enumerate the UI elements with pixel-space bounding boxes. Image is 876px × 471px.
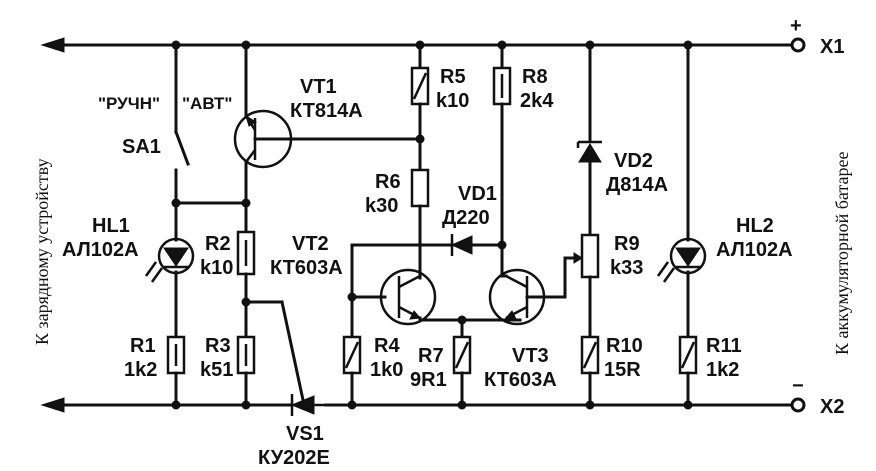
resistor-r4: R4 1k0 <box>342 243 504 407</box>
r7-name: R7 <box>418 345 444 367</box>
vt3-name: VT3 <box>512 345 549 367</box>
resistor-r3: R3 k51 <box>200 335 256 407</box>
hl1-type: АЛ102А <box>62 239 139 261</box>
switch-auto-label: "АВТ" <box>182 94 232 113</box>
right-side-label: К аккумуляторной батарее <box>832 152 852 355</box>
terminal-x2: X2 − <box>790 375 844 418</box>
resistor-r1: R1 1k2 <box>124 335 186 407</box>
thyristor-vs1: VS1 КУ202Е <box>244 300 330 469</box>
negative-rail <box>40 397 792 413</box>
minus-sign: − <box>792 375 804 397</box>
r8-name: R8 <box>522 66 548 88</box>
r10-value: 15R <box>604 359 641 381</box>
hl2-type: АЛ102А <box>716 239 793 261</box>
vd2-type: Д814А <box>606 174 668 196</box>
vt2-name: VT2 <box>292 233 329 255</box>
resistor-r2: R2 k10 <box>200 230 256 339</box>
r11-value: 1k2 <box>706 359 739 381</box>
vs1-type: КУ202Е <box>258 447 330 469</box>
vt3-type: КТ603А <box>484 369 557 391</box>
r11-name: R11 <box>706 335 742 357</box>
zener-vd2: VD2 Д814А <box>576 43 668 237</box>
r2-name: R2 <box>205 233 231 255</box>
r3-value: k51 <box>200 359 233 381</box>
r7-value: 9R1 <box>410 369 447 391</box>
led-hl1: HL1 АЛ102А <box>62 201 195 339</box>
r6-name: R6 <box>375 171 401 193</box>
vd1-type: Д220 <box>442 207 490 229</box>
diode-vd1: VD1 Д220 <box>442 183 497 256</box>
resistor-r5: R5 k10 <box>410 43 469 172</box>
r10-name: R10 <box>606 335 643 357</box>
vt1-name: VT1 <box>300 76 337 98</box>
vd1-name: VD1 <box>458 183 497 205</box>
r1-name: R1 <box>130 335 156 357</box>
terminal-x2-label: X2 <box>820 396 844 418</box>
potentiometer-r9: R9 k33 <box>573 233 643 339</box>
switch-sa1: "РУЧН" "АВТ" SA1 <box>98 43 232 205</box>
r9-name: R9 <box>614 233 640 255</box>
hl1-name: HL1 <box>92 215 130 237</box>
resistor-r6: R6 k30 <box>365 168 430 280</box>
resistor-r10: R10 15R <box>580 335 643 407</box>
r4-value: 1k0 <box>370 359 403 381</box>
r4-name: R4 <box>374 335 400 357</box>
vt2-type: КТ603А <box>270 257 343 279</box>
transistor-vt2: VT2 КТ603А <box>270 233 522 326</box>
r3-name: R3 <box>205 335 231 357</box>
r8-value: 2k4 <box>520 90 554 112</box>
vd2-name: VD2 <box>614 150 653 172</box>
led-hl2: HL2 АЛ102А <box>656 43 793 339</box>
vt1-type: КТ814А <box>290 100 363 122</box>
r2-value: k10 <box>200 257 233 279</box>
resistor-r7: R7 9R1 <box>410 318 472 407</box>
terminal-x1: X1 + <box>790 15 844 58</box>
resistor-r11: R11 1k2 <box>678 335 742 407</box>
r5-name: R5 <box>440 66 466 88</box>
plus-sign: + <box>790 15 802 37</box>
left-side-label: К зарядному устройству <box>32 158 52 345</box>
r5-value: k10 <box>436 90 469 112</box>
transistor-vt1: VT1 КТ814А <box>233 43 422 234</box>
switch-manual-label: "РУЧН" <box>98 94 160 113</box>
r1-value: 1k2 <box>124 359 157 381</box>
sa1-label: SA1 <box>122 136 161 158</box>
positive-rail <box>40 37 792 53</box>
junction-dots <box>171 40 693 410</box>
vs1-name: VS1 <box>286 423 324 445</box>
r9-value: k33 <box>610 257 643 279</box>
terminal-x1-label: X1 <box>820 36 844 58</box>
hl2-name: HL2 <box>736 215 774 237</box>
r6-value: k30 <box>365 195 398 217</box>
transistor-vt3: VT3 КТ603А <box>484 256 580 391</box>
